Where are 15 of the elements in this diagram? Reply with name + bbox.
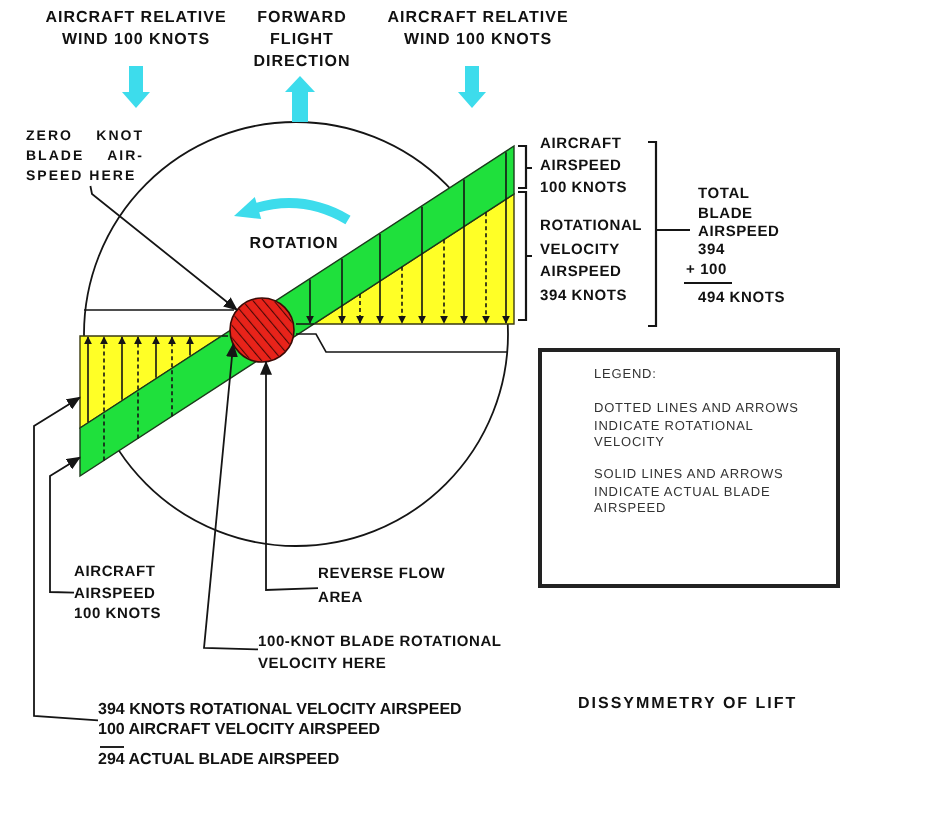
leader-line — [33, 396, 99, 722]
leader-line — [89, 185, 238, 311]
rotation-label: ROTATION — [247, 232, 341, 254]
leader-line — [49, 456, 81, 594]
wind-label: AIRCRAFT RELATIVE WIND 100 KNOTS — [385, 6, 571, 50]
calculation-text: 100 AIRCRAFT VELOCITY AIRSPEED — [98, 719, 381, 738]
hub-circle — [229, 297, 295, 363]
calculation-text: 394 KNOTS ROTATIONAL VELOCITY AIRSPEED — [98, 700, 462, 719]
legend-box — [538, 348, 840, 588]
figure-title: DISSYMMETRY OF LIFT — [578, 692, 798, 714]
calculation-text: 294 ACTUAL BLADE AIRSPEED — [98, 750, 340, 769]
leader-line — [203, 343, 259, 651]
wind-label: AIRCRAFT RELATIVE WIND 100 KNOTS — [43, 6, 229, 50]
direction-label: FORWARD FLIGHT DIRECTION — [251, 6, 353, 72]
leader-line — [260, 360, 319, 591]
